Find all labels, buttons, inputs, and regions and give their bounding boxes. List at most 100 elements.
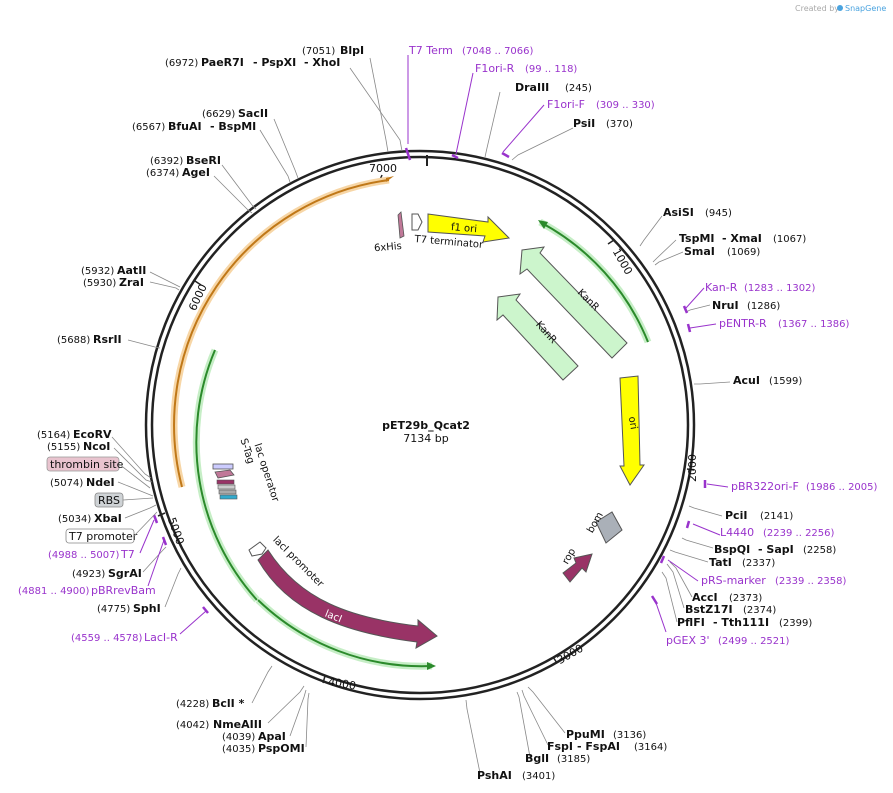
enzyme-fspi[interactable]: FspI bbox=[547, 740, 573, 753]
enzyme-sgrai[interactable]: SgrAI bbox=[108, 567, 142, 580]
primer-f1ori-r[interactable]: F1ori-R bbox=[475, 62, 515, 75]
tick-1000 bbox=[607, 239, 615, 245]
primer-pentr-r[interactable]: pENTR-R bbox=[719, 317, 767, 330]
enzyme-zrai[interactable]: ZraI bbox=[119, 276, 144, 289]
enzyme-tati[interactable]: TatI bbox=[709, 556, 732, 569]
enzyme-tspmi[interactable]: TspMI bbox=[679, 232, 715, 245]
coding-box-1 bbox=[216, 479, 235, 485]
f1-ori-arrow[interactable] bbox=[427, 213, 511, 243]
connector-pbrrevbam bbox=[147, 539, 165, 587]
enzyme-pshai[interactable]: PshAI bbox=[477, 769, 512, 782]
enzyme-sacii[interactable]: SacII bbox=[238, 107, 268, 120]
enzyme-ncoi[interactable]: NcoI bbox=[83, 440, 110, 453]
enzyme-pos-sphi: (4775) bbox=[97, 604, 130, 615]
enzyme-smai[interactable]: SmaI bbox=[684, 245, 715, 258]
enzyme-bspqi[interactable]: BspQI bbox=[714, 543, 750, 556]
enzyme-bfuai[interactable]: BfuAI bbox=[168, 120, 202, 133]
enzyme-acci[interactable]: AccI bbox=[692, 591, 718, 604]
backbone-inner-ring bbox=[150, 155, 690, 695]
enzyme-xbai[interactable]: XbaI bbox=[94, 512, 122, 525]
primer-pbr322ori-f[interactable]: pBR322ori-F bbox=[731, 480, 799, 493]
lac-operator-box[interactable] bbox=[212, 463, 234, 470]
primer-prs-marker[interactable]: pRS-marker bbox=[701, 574, 766, 587]
enzyme-asisi[interactable]: AsiSI bbox=[663, 206, 694, 219]
enzyme-pspxi[interactable]: - PspXI bbox=[253, 56, 296, 69]
primer-t7-term[interactable]: T7 Term bbox=[408, 44, 453, 57]
enzyme-pos-sacii: (6629) bbox=[202, 109, 235, 120]
primer-laci-r[interactable]: LacI-R bbox=[144, 631, 178, 644]
enzyme-ecorv[interactable]: EcoRV bbox=[73, 428, 112, 441]
primer-t7[interactable]: T7 bbox=[120, 548, 135, 561]
primer-pbrrevbam[interactable]: pBRrevBam bbox=[91, 584, 156, 597]
enzyme-bseri[interactable]: BseRI bbox=[186, 154, 221, 167]
kanr-arrow-1[interactable] bbox=[519, 246, 628, 359]
laci-arrow[interactable] bbox=[257, 549, 438, 649]
enzyme-aatii[interactable]: AatII bbox=[117, 264, 146, 277]
tick-label-2000: 2000 bbox=[686, 454, 699, 482]
enzyme-rsrii[interactable]: RsrII bbox=[93, 333, 122, 346]
primer-l4440[interactable]: L4440 bbox=[720, 526, 754, 539]
enzyme-bcli[interactable]: BclI * bbox=[212, 697, 245, 710]
stub-t7-term bbox=[404, 147, 412, 161]
s-tag-label: S-Tag bbox=[238, 437, 256, 465]
enzyme-bstz17i[interactable]: BstZ17I bbox=[685, 603, 733, 616]
connector-acci bbox=[669, 561, 693, 598]
coding-box-4 bbox=[219, 494, 238, 500]
primer-range-prs-marker: (2339 .. 2358) bbox=[775, 576, 847, 587]
connector-f1ori-f bbox=[502, 104, 545, 153]
rbs-label: RBS bbox=[98, 494, 120, 507]
enzyme-agei[interactable]: AgeI bbox=[182, 166, 210, 179]
connector-sgrai bbox=[142, 546, 167, 573]
f1-ori-label: f1 ori bbox=[451, 222, 478, 235]
enzyme-psii[interactable]: PsiI bbox=[573, 117, 595, 130]
enzyme-bspmi[interactable]: - BspMI bbox=[210, 120, 256, 133]
primer-range-t7-term: (7048 .. 7066) bbox=[462, 46, 534, 57]
6xhis-box[interactable] bbox=[397, 211, 405, 239]
enzyme-sphi[interactable]: SphI bbox=[133, 602, 161, 615]
connector-bcli bbox=[251, 665, 273, 704]
enzyme-pos-smai: (1069) bbox=[727, 247, 760, 258]
enzyme-fspai[interactable]: - FspAI bbox=[577, 740, 620, 753]
enzyme-tth111i[interactable]: - Tth111I bbox=[713, 616, 769, 629]
enzyme-xmai[interactable]: - XmaI bbox=[722, 232, 762, 245]
primer-pgex3[interactable]: pGEX 3' bbox=[666, 634, 710, 647]
enzyme-blpi[interactable]: BlpI bbox=[340, 44, 364, 57]
ori-arrow[interactable] bbox=[619, 375, 645, 486]
enzyme-ndei[interactable]: NdeI bbox=[86, 476, 115, 489]
enzyme-apai[interactable]: ApaI bbox=[258, 730, 286, 743]
enzyme-bgli[interactable]: BglI bbox=[525, 752, 549, 765]
rop-arrow[interactable] bbox=[562, 553, 593, 583]
connector-tth111i bbox=[661, 571, 678, 623]
tick-label-7000: 7000 bbox=[369, 162, 397, 175]
enzyme-pflfi[interactable]: PflFI bbox=[677, 616, 705, 629]
green-arc-kan-head bbox=[538, 220, 548, 229]
enzyme-ppumi[interactable]: PpuMI bbox=[566, 728, 605, 741]
enzyme-sapi[interactable]: - SapI bbox=[758, 543, 794, 556]
s-tag-arrow[interactable] bbox=[214, 469, 235, 479]
laci-promoter-arrow[interactable] bbox=[248, 541, 267, 557]
connector-t7-promoter bbox=[133, 511, 158, 537]
enzyme-draiii[interactable]: DraIII bbox=[515, 81, 549, 94]
kanr-arrow-2[interactable] bbox=[496, 293, 579, 381]
enzyme-nmeaiii[interactable]: NmeAIII bbox=[213, 718, 262, 731]
primer-kan-r[interactable]: Kan-R bbox=[705, 281, 738, 294]
t7-terminator-arrow[interactable] bbox=[411, 213, 423, 231]
connector-psii bbox=[511, 127, 574, 161]
enzyme-pspomi[interactable]: PspOMI bbox=[258, 742, 305, 755]
enzyme-pos-ncoi: (5155) bbox=[47, 442, 80, 453]
enzyme-labels: (7051) BlpI (6972) PaeR7I - PspXI - XhoI… bbox=[37, 44, 364, 755]
enzyme-pos-draiii: (245) bbox=[565, 83, 592, 94]
enzyme-acui[interactable]: AcuI bbox=[733, 374, 760, 387]
enzyme-nrui[interactable]: NruI bbox=[712, 299, 739, 312]
bom-box[interactable] bbox=[595, 511, 623, 544]
primer-range-kan-r: (1283 .. 1302) bbox=[744, 283, 816, 294]
enzyme-paer7i[interactable]: PaeR7I bbox=[201, 56, 244, 69]
connector-aatii bbox=[149, 271, 181, 288]
enzyme-pos-xbai: (5034) bbox=[58, 514, 91, 525]
primer-f1ori-f[interactable]: F1ori-F bbox=[547, 98, 585, 111]
enzyme-pos-nrui: (1286) bbox=[747, 301, 780, 312]
enzyme-pcii[interactable]: PciI bbox=[725, 509, 747, 522]
stub-f1ori-f bbox=[501, 151, 510, 159]
enzyme-xhoi[interactable]: - XhoI bbox=[304, 56, 340, 69]
